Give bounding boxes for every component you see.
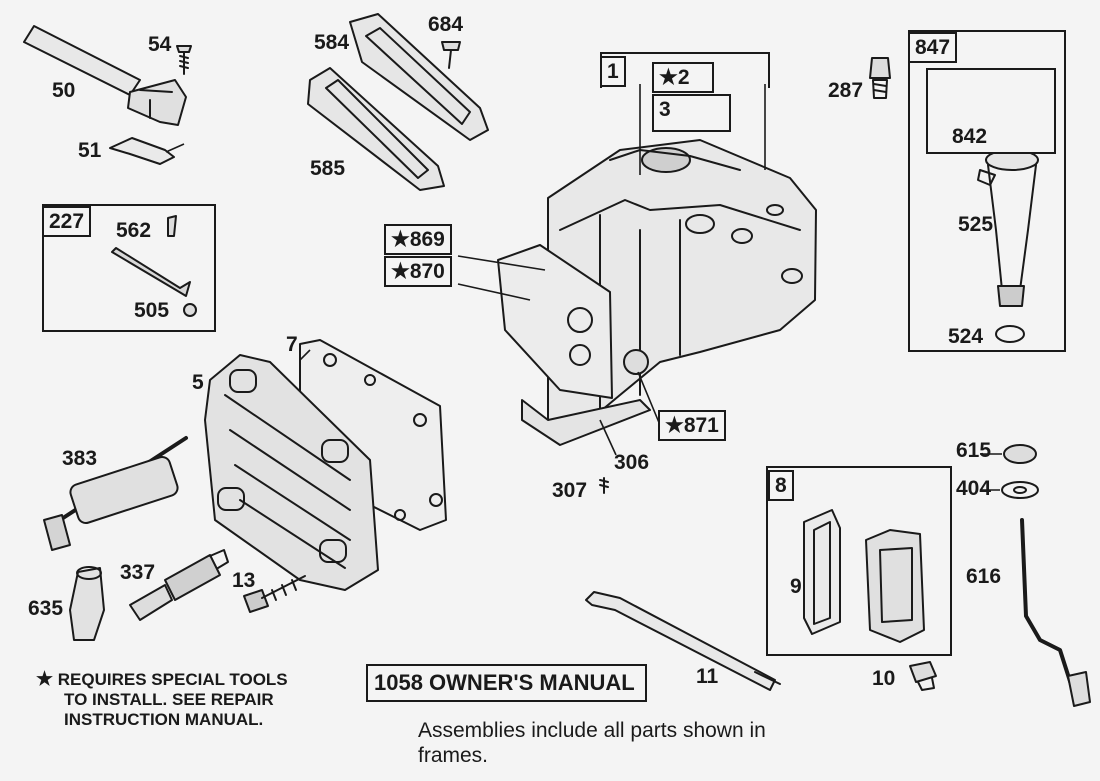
leader-lines [165, 84, 1002, 491]
star-icon: ★ [36, 669, 54, 690]
plug-287-part [869, 57, 891, 99]
spark-plug-wrench-383-part [43, 436, 188, 551]
assemblies-line-1: Assemblies include all parts shown in [418, 719, 766, 742]
cover-part [865, 529, 925, 643]
screw-307-part [599, 477, 609, 494]
callout-870: ★870 [384, 256, 452, 287]
label-13: 13 [232, 569, 256, 592]
callout-8: 8 [768, 470, 794, 501]
label-287: 287 [828, 79, 864, 102]
tube-11-part [585, 591, 781, 691]
link-rod-616-part [1020, 518, 1091, 707]
callout-871: ★871 [658, 410, 726, 441]
label-615: 615 [956, 439, 992, 462]
screw-54-part [176, 45, 192, 75]
callout-2: ★2 [652, 62, 714, 93]
o-ring-524-part [995, 325, 1025, 343]
screw-10-part [909, 661, 937, 691]
spark-plug-boot-635-part [69, 566, 105, 641]
note-line-2: TO INSTALL. SEE REPAIR [64, 690, 274, 709]
breather-tube-part [23, 25, 187, 126]
special-tools-note: ★ REQUIRES SPECIAL TOOLS TO INSTALL. SEE… [36, 670, 288, 730]
gasket-51-part [109, 137, 175, 165]
label-635: 635 [28, 597, 64, 620]
label-5: 5 [192, 371, 204, 394]
label-616: 616 [966, 565, 1002, 588]
spark-plug-337-part [129, 549, 229, 621]
cylinder-head-5-part [204, 354, 379, 591]
callout-3: 3 [652, 94, 731, 132]
callout-847: 847 [908, 32, 958, 63]
label-404: 404 [956, 477, 992, 500]
gasket-869-870-part [497, 244, 613, 399]
label-11: 11 [696, 665, 719, 688]
nut-505-part [183, 303, 197, 317]
label-51: 51 [78, 139, 102, 162]
bolt-13-part [243, 575, 306, 613]
gasket-585-part [307, 67, 445, 191]
label-584: 584 [314, 31, 350, 54]
washer-615-part [1003, 444, 1037, 464]
label-54: 54 [148, 33, 172, 56]
label-505: 505 [134, 299, 170, 322]
assemblies-line-2: frames. [418, 744, 489, 767]
label-337: 337 [120, 561, 156, 584]
screw-562-part [167, 215, 177, 237]
gasket-584-part [349, 13, 489, 141]
frame-847 [908, 30, 1066, 352]
label-7: 7 [286, 333, 298, 356]
screw-684-part [441, 41, 461, 69]
callout-227: 227 [42, 206, 92, 237]
note-line-3: INSTRUCTION MANUAL. [64, 710, 264, 729]
label-525: 525 [958, 213, 994, 236]
label-383: 383 [62, 447, 98, 470]
assemblies-note: Assemblies include all parts shown in fr… [418, 718, 766, 768]
governor-lever-227-part [111, 247, 191, 297]
label-307: 307 [552, 479, 588, 502]
label-306: 306 [614, 451, 650, 474]
washer-404-part [1001, 481, 1039, 499]
label-50: 50 [52, 79, 76, 102]
frame-227 [42, 204, 216, 332]
seal-871-part [623, 349, 649, 375]
shroud-plate-306-part [521, 399, 651, 446]
callout-1: 1 [600, 56, 626, 87]
label-562: 562 [116, 219, 152, 242]
dipstick-tube-525-part [977, 149, 1039, 307]
label-585: 585 [310, 157, 346, 180]
owners-manual-callout: 1058 OWNER'S MANUAL [366, 664, 647, 702]
gasket-9-part [803, 509, 841, 635]
label-684: 684 [428, 13, 464, 36]
callout-869: ★869 [384, 224, 452, 255]
note-line-1: REQUIRES SPECIAL TOOLS [57, 670, 288, 689]
label-10: 10 [872, 667, 896, 690]
callout-842-frame [926, 68, 1056, 154]
label-524: 524 [948, 325, 984, 348]
frame-8 [766, 466, 952, 656]
label-9: 9 [790, 575, 802, 598]
label-842: 842 [952, 125, 988, 148]
